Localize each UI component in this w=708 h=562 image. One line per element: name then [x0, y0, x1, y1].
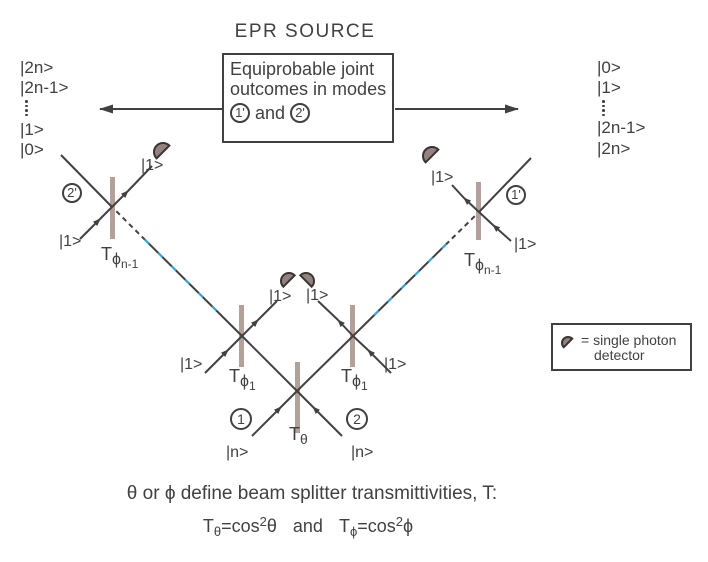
input-label-1: |1> — [59, 233, 82, 250]
and-text: and — [255, 103, 286, 123]
photon-detector-icon — [298, 272, 315, 289]
mode-badge-1-prime: 1' — [506, 185, 526, 205]
left-mode-1: |1> — [20, 120, 44, 139]
photon-detector-icon — [153, 142, 171, 160]
left-mode-0: |0> — [20, 140, 44, 159]
legend-text: = single photon detector — [581, 333, 676, 369]
left-mode-2n: |2n> — [20, 58, 54, 77]
detector-label-1: |1> — [306, 287, 329, 304]
right-mode-2n-1: |2n-1> — [597, 118, 646, 137]
entangled-path-right — [448, 215, 476, 243]
photon-detector-icon — [422, 146, 440, 164]
legend-box: = single photon detector — [551, 323, 692, 371]
photon-detector-icon — [561, 336, 574, 349]
bs-label-phi-n-1: Tϕn-1 — [464, 250, 502, 277]
diagram-title: EPR SOURCE — [234, 21, 376, 42]
right-mode-0: |0> — [597, 58, 621, 77]
beam-splitter-bar-top-left — [110, 177, 115, 239]
right-mode-1: |1> — [597, 78, 621, 97]
photon-detector-icon — [280, 272, 297, 289]
caption-line1: θ or ϕ define beam splitter transmittivi… — [126, 483, 498, 504]
right-mode-2n: |2n> — [597, 139, 631, 158]
source-box-line2: outcomes in modes — [230, 79, 387, 99]
source-box-line3: 1' and 2' — [230, 103, 392, 123]
legend-graphics — [561, 336, 574, 349]
input-label-1: |1> — [180, 356, 203, 373]
mode-badge-2-prime: 2' — [62, 183, 82, 203]
bs-label-theta: Tθ — [289, 424, 308, 447]
legend-line1: = single photon — [581, 332, 677, 348]
detector-label-1: |1> — [431, 169, 454, 186]
input-label-n: |n> — [351, 444, 374, 461]
source-box-line1: Equiprobable joint — [230, 59, 375, 79]
mode-2-prime-badge: 2' — [290, 103, 311, 123]
vertical-ellipsis — [25, 100, 28, 116]
mode-badge-2: 2 — [346, 408, 368, 430]
mode-badge-1: 1 — [230, 408, 252, 430]
bs-label-phi-1: Tϕ1 — [341, 366, 368, 393]
left-mode-2n-1: |2n-1> — [20, 78, 69, 97]
detector-label-1: |1> — [269, 288, 292, 305]
input-label-1: |1> — [514, 236, 537, 253]
legend-line2: detector — [594, 347, 645, 363]
bs-label-phi-1: Tϕ1 — [229, 366, 256, 393]
vertical-ellipsis — [602, 100, 605, 116]
mode-1-prime-badge: 1' — [230, 103, 250, 123]
detector-label-1: |1> — [141, 157, 164, 174]
entangled-path-left — [115, 210, 143, 238]
input-label-1: |1> — [384, 356, 407, 373]
source-box: Equiprobable joint outcomes in modes 1' … — [222, 53, 394, 143]
bs-label-phi-n-1: Tϕn-1 — [101, 244, 139, 271]
input-label-n: |n> — [226, 444, 249, 461]
beam-splitter-bar-bottom — [295, 362, 300, 433]
